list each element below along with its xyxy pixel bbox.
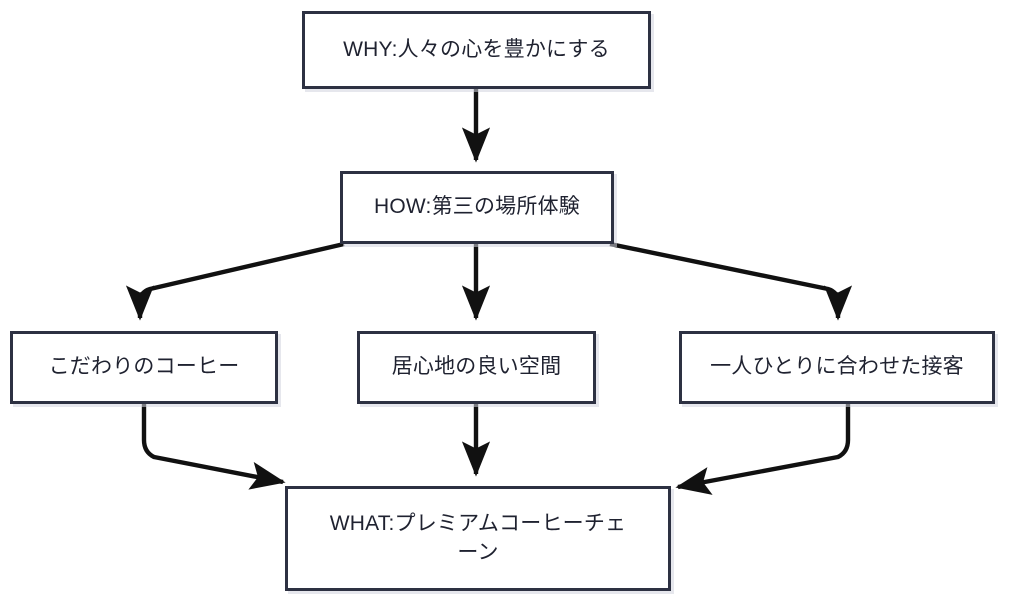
node-how[interactable]: HOW:第三の場所体験 (340, 171, 614, 244)
node-what[interactable]: WHAT:プレミアムコーヒーチェ ーン (285, 486, 671, 591)
node-what-label: WHAT:プレミアムコーヒーチェ ーン (329, 511, 627, 564)
node-how-label: HOW:第三の場所体験 (374, 195, 580, 219)
node-value-space[interactable]: 居心地の良い空間 (357, 331, 596, 404)
node-value-coffee-label: こだわりのコーヒー (48, 355, 240, 379)
node-why[interactable]: WHY:人々の心を豊かにする (302, 11, 651, 89)
node-value-service-label: 一人ひとりに合わせた接客 (710, 355, 964, 379)
edge-v3-to-what (675, 404, 851, 495)
node-value-coffee[interactable]: こだわりのコーヒー (10, 331, 278, 404)
node-why-label: WHY:人々の心を豊かにする (343, 37, 610, 61)
edge-how-to-v1 (125, 241, 345, 321)
edge-how-to-v3 (609, 241, 853, 321)
node-value-service[interactable]: 一人ひとりに合わせた接客 (679, 331, 995, 404)
edge-v1-to-what (141, 404, 286, 490)
node-value-space-label: 居心地の良い空間 (391, 355, 562, 379)
